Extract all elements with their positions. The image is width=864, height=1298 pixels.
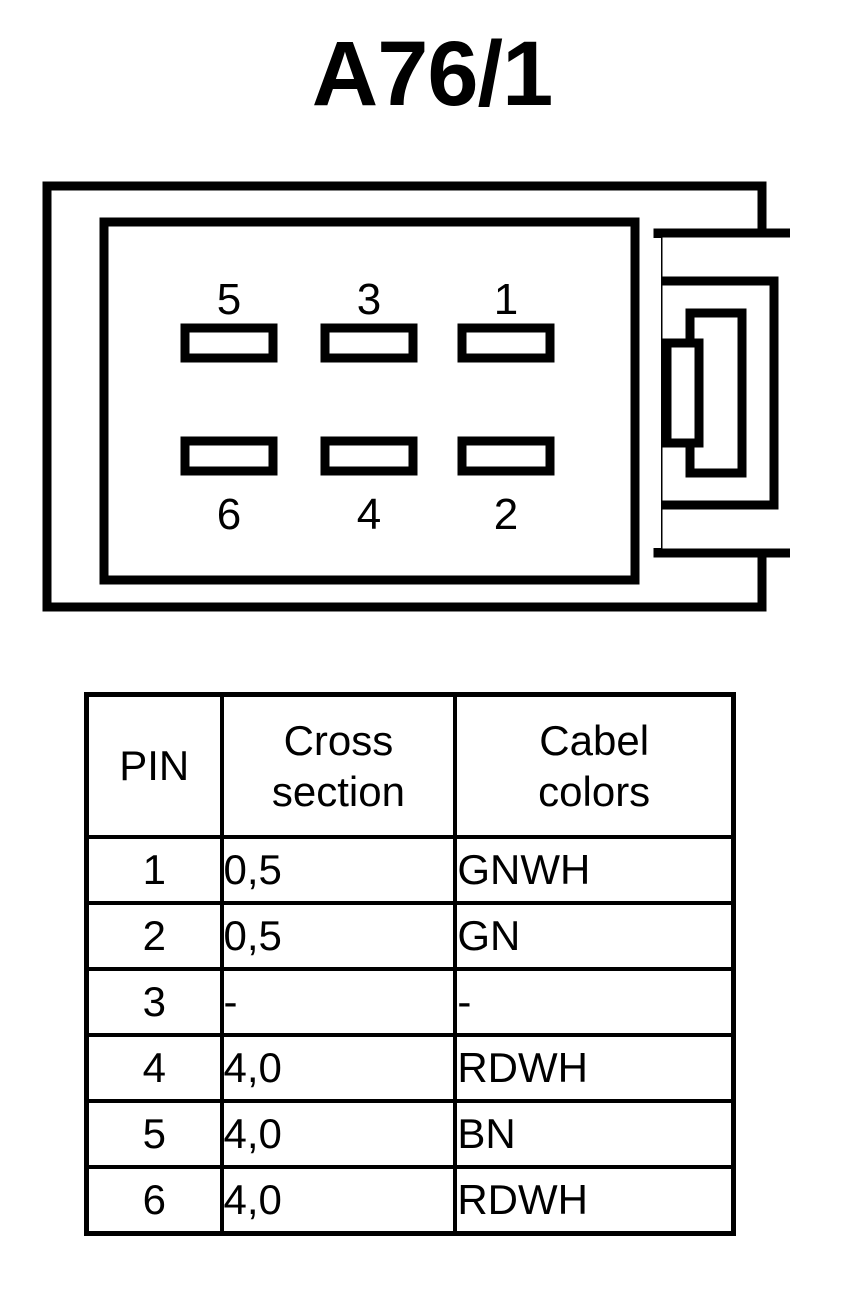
cell-pin: 2 bbox=[84, 901, 224, 971]
pin-slot-6 bbox=[180, 436, 278, 476]
pin-assignment-table: PIN Cross section Cabel colors 1 0,5 GNW… bbox=[84, 692, 736, 1236]
cell-cross-section: 4,0 bbox=[219, 1099, 458, 1169]
pin-slot-3 bbox=[320, 323, 418, 363]
cell-cabel-colors: BN bbox=[453, 1099, 736, 1169]
table-row: 3 - - bbox=[84, 967, 736, 1037]
pin-slot-4 bbox=[320, 436, 418, 476]
column-header-cabel-colors-line2: colors bbox=[538, 768, 651, 815]
cell-cross-section: 0,5 bbox=[219, 835, 458, 905]
table-row: 4 4,0 RDWH bbox=[84, 1033, 736, 1103]
pin-number-4: 4 bbox=[357, 490, 381, 539]
pin-slot-1 bbox=[457, 323, 555, 363]
pin-number-3: 3 bbox=[357, 275, 381, 324]
connector-diagram: 5 3 1 6 4 2 bbox=[30, 176, 790, 626]
column-header-cross-section-line2: section bbox=[271, 768, 405, 815]
column-header-cross-section: Cross section bbox=[219, 692, 458, 839]
page-title: A76/1 bbox=[311, 23, 554, 125]
cell-cabel-colors: GNWH bbox=[453, 835, 736, 905]
column-header-cross-section-line1: Cross bbox=[283, 716, 394, 764]
cell-cross-section: 4,0 bbox=[219, 1033, 458, 1103]
column-header-cabel-colors: Cabel colors bbox=[453, 692, 736, 839]
cell-cabel-colors: RDWH bbox=[453, 1033, 736, 1103]
column-header-pin-text: PIN bbox=[119, 742, 190, 790]
cell-cross-section: 0,5 bbox=[219, 901, 458, 971]
pin-number-5: 5 bbox=[217, 275, 241, 324]
table-row: 6 4,0 RDWH bbox=[84, 1165, 736, 1236]
pin-number-1: 1 bbox=[494, 275, 518, 324]
connector-inner-cavity bbox=[99, 217, 640, 585]
cell-pin: 6 bbox=[84, 1165, 224, 1236]
pin-slot-5 bbox=[180, 323, 278, 363]
cell-cross-section: 4,0 bbox=[219, 1165, 458, 1236]
cell-cabel-colors: - bbox=[453, 967, 736, 1037]
latch-inner-tab bbox=[662, 338, 704, 448]
latch-join-mask bbox=[647, 238, 661, 548]
cell-cabel-colors: RDWH bbox=[453, 1165, 736, 1236]
table-row: 1 0,5 GNWH bbox=[84, 835, 736, 905]
pin-slot-2 bbox=[457, 436, 555, 476]
cell-cross-section: - bbox=[219, 967, 458, 1037]
column-header-cabel-colors-line1: Cabel bbox=[539, 716, 650, 764]
cell-pin: 5 bbox=[84, 1099, 224, 1169]
table-header-row: PIN Cross section Cabel colors bbox=[84, 692, 736, 839]
cell-pin: 3 bbox=[84, 967, 224, 1037]
column-header-pin: PIN bbox=[84, 692, 224, 839]
table-row: 2 0,5 GN bbox=[84, 901, 736, 971]
pin-number-2: 2 bbox=[494, 490, 518, 539]
pin-number-6: 6 bbox=[217, 490, 241, 539]
table-row: 5 4,0 BN bbox=[84, 1099, 736, 1169]
cell-cabel-colors: GN bbox=[453, 901, 736, 971]
cell-pin: 4 bbox=[84, 1033, 224, 1103]
cell-pin: 1 bbox=[84, 835, 224, 905]
